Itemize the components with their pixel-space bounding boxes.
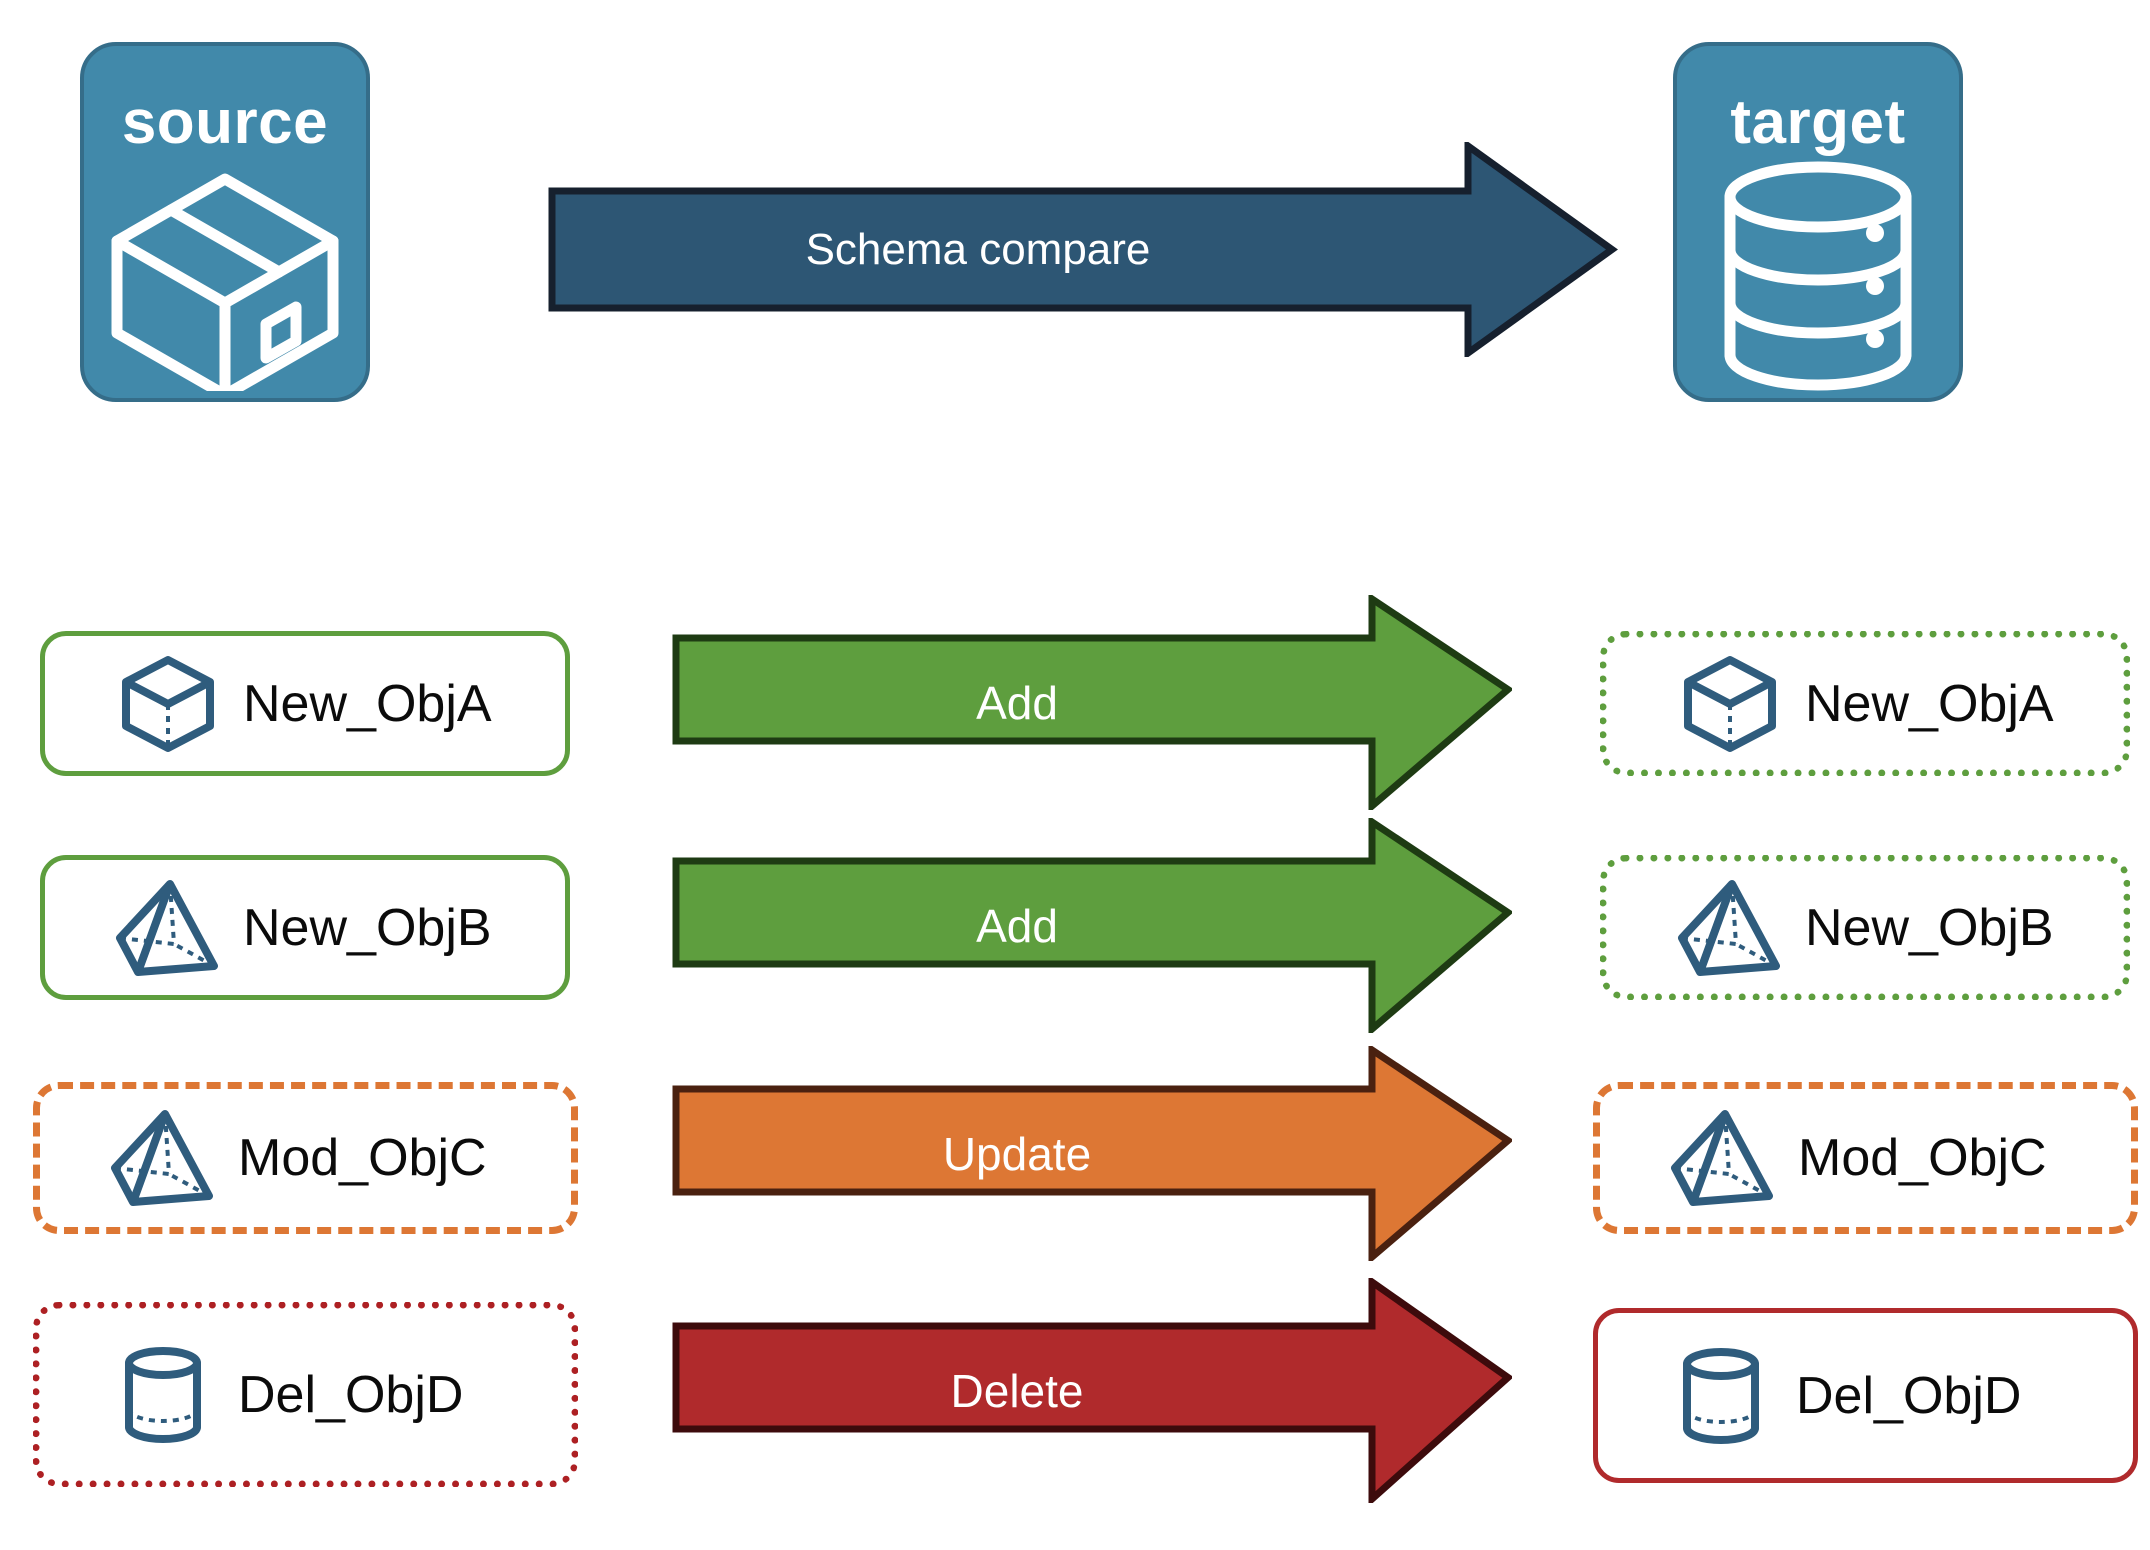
wireframe-pyramid-icon — [107, 876, 229, 980]
target-object-label-2: Mod_ObjC — [1798, 1129, 2047, 1187]
source-object-box-3[interactable]: Del_ObjD — [33, 1302, 578, 1487]
target-object-box-1[interactable]: New_ObjB — [1600, 855, 2130, 1000]
source-object-label-1: New_ObjB — [243, 898, 492, 957]
target-object-label-1: New_ObjB — [1805, 898, 2054, 957]
source-object-box-0[interactable]: New_ObjA — [40, 631, 570, 776]
action-arrow-label-0: Add — [976, 676, 1058, 729]
action-arrow-2[interactable]: Update — [672, 1043, 1514, 1265]
target-endpoint-card[interactable]: target — [1673, 42, 1963, 402]
action-arrow-0[interactable]: Add — [672, 592, 1514, 814]
database-cylinder-icon — [1677, 154, 1959, 398]
schema-compare-label: Schema compare — [805, 224, 1151, 274]
source-label: source — [121, 88, 329, 157]
wireframe-pyramid-icon — [1669, 876, 1791, 980]
wireframe-cube-icon — [107, 652, 229, 756]
package-box-icon — [84, 154, 366, 398]
wireframe-cube-icon — [1669, 652, 1791, 756]
target-object-box-3[interactable]: Del_ObjD — [1593, 1308, 2138, 1483]
action-arrow-1[interactable]: Add — [672, 815, 1514, 1037]
wireframe-cylinder-icon — [1660, 1344, 1782, 1448]
action-arrow-label-2: Update — [942, 1127, 1092, 1180]
source-endpoint-card[interactable]: source — [80, 42, 370, 402]
source-object-box-1[interactable]: New_ObjB — [40, 855, 570, 1000]
wireframe-pyramid-icon — [102, 1106, 224, 1210]
action-arrow-label-1: Add — [976, 899, 1058, 952]
target-object-box-0[interactable]: New_ObjA — [1600, 631, 2130, 776]
source-object-label-3: Del_ObjD — [238, 1365, 464, 1424]
source-object-label-0: New_ObjA — [243, 674, 492, 733]
action-arrow-label-3: Delete — [950, 1364, 1084, 1417]
target-object-label-0: New_ObjA — [1805, 674, 2054, 733]
source-object-box-2[interactable]: Mod_ObjC — [33, 1082, 578, 1234]
action-arrow-3[interactable]: Delete — [672, 1275, 1514, 1507]
source-object-label-2: Mod_ObjC — [238, 1129, 487, 1187]
target-object-label-3: Del_ObjD — [1796, 1366, 2022, 1425]
schema-compare-arrow[interactable]: Schema compare — [548, 139, 1618, 360]
target-label: target — [1730, 88, 1906, 157]
wireframe-cylinder-icon — [102, 1343, 224, 1447]
wireframe-pyramid-icon — [1662, 1106, 1784, 1210]
target-object-box-2[interactable]: Mod_ObjC — [1593, 1082, 2138, 1234]
